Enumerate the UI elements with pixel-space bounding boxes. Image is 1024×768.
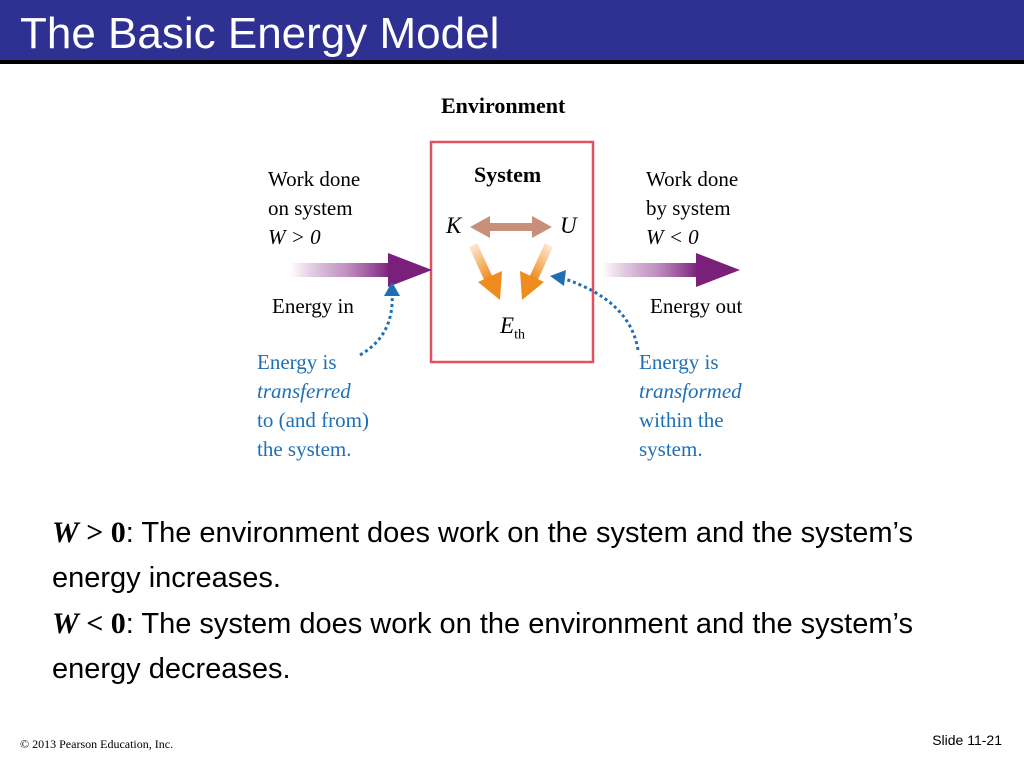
energy-model-diagram <box>290 140 740 364</box>
copyright: © 2013 Pearson Education, Inc. <box>20 737 174 751</box>
environment-label: Environment <box>441 93 566 118</box>
transform-note-line3: within the <box>639 408 724 432</box>
k-to-thermal-arrow <box>469 243 502 300</box>
energy-in-arrow <box>290 253 432 287</box>
page-title: The Basic Energy Model <box>20 9 500 58</box>
slide-number: Slide 11-21 <box>932 732 1002 748</box>
title-underline <box>0 60 1024 64</box>
thermal-energy-symbol: Eth <box>500 312 525 350</box>
energy-in-label: Energy in <box>272 294 354 318</box>
energy-out-label: Energy out <box>650 294 743 318</box>
transfer-note-line3: to (and from) <box>257 408 369 432</box>
positive-work-condition: W > 0 <box>52 516 126 549</box>
system-label: System <box>474 162 542 187</box>
work-out-line2: by system <box>646 196 731 220</box>
work-in-line1: Work done <box>268 167 361 191</box>
title-bar: The Basic Energy Model <box>0 0 1024 64</box>
transform-note-line2: transformed <box>639 379 742 403</box>
work-out-line1: Work done <box>646 167 739 191</box>
work-in-condition: W > 0 <box>268 225 321 249</box>
energy-out-arrow <box>602 253 740 287</box>
thermal-energy-subscript: th <box>514 327 525 343</box>
transfer-note-line4: the system. <box>257 437 352 461</box>
k-u-double-arrow <box>470 216 552 238</box>
negative-work-condition: W < 0 <box>52 607 126 640</box>
kinetic-energy-symbol: K <box>446 213 462 238</box>
potential-energy-symbol: U <box>560 213 577 238</box>
body-text: W > 0: The environment does work on the … <box>52 510 992 692</box>
negative-work-explanation: : The system does work on the environmen… <box>52 608 913 685</box>
positive-work-statement: W > 0: The environment does work on the … <box>52 510 992 601</box>
negative-work-statement: W < 0: The system does work on the envir… <box>52 601 992 692</box>
w-symbol-2: W <box>52 607 79 640</box>
system-boundary <box>429 140 595 364</box>
u-to-thermal-arrow <box>520 243 553 300</box>
w-symbol-1: W <box>52 516 79 549</box>
transfer-note-line1: Energy is <box>257 350 337 374</box>
transform-note-line4: system. <box>639 437 703 461</box>
transfer-pointer-arrow <box>359 282 400 357</box>
transfer-note-line2: transferred <box>257 379 351 403</box>
positive-work-explanation: : The environment does work on the syste… <box>52 517 913 594</box>
work-in-line2: on system <box>268 196 353 220</box>
thermal-energy-letter: E <box>500 313 515 338</box>
transform-note-line1: Energy is <box>639 350 719 374</box>
transform-pointer-arrow <box>550 270 640 351</box>
work-out-condition: W < 0 <box>646 225 699 249</box>
